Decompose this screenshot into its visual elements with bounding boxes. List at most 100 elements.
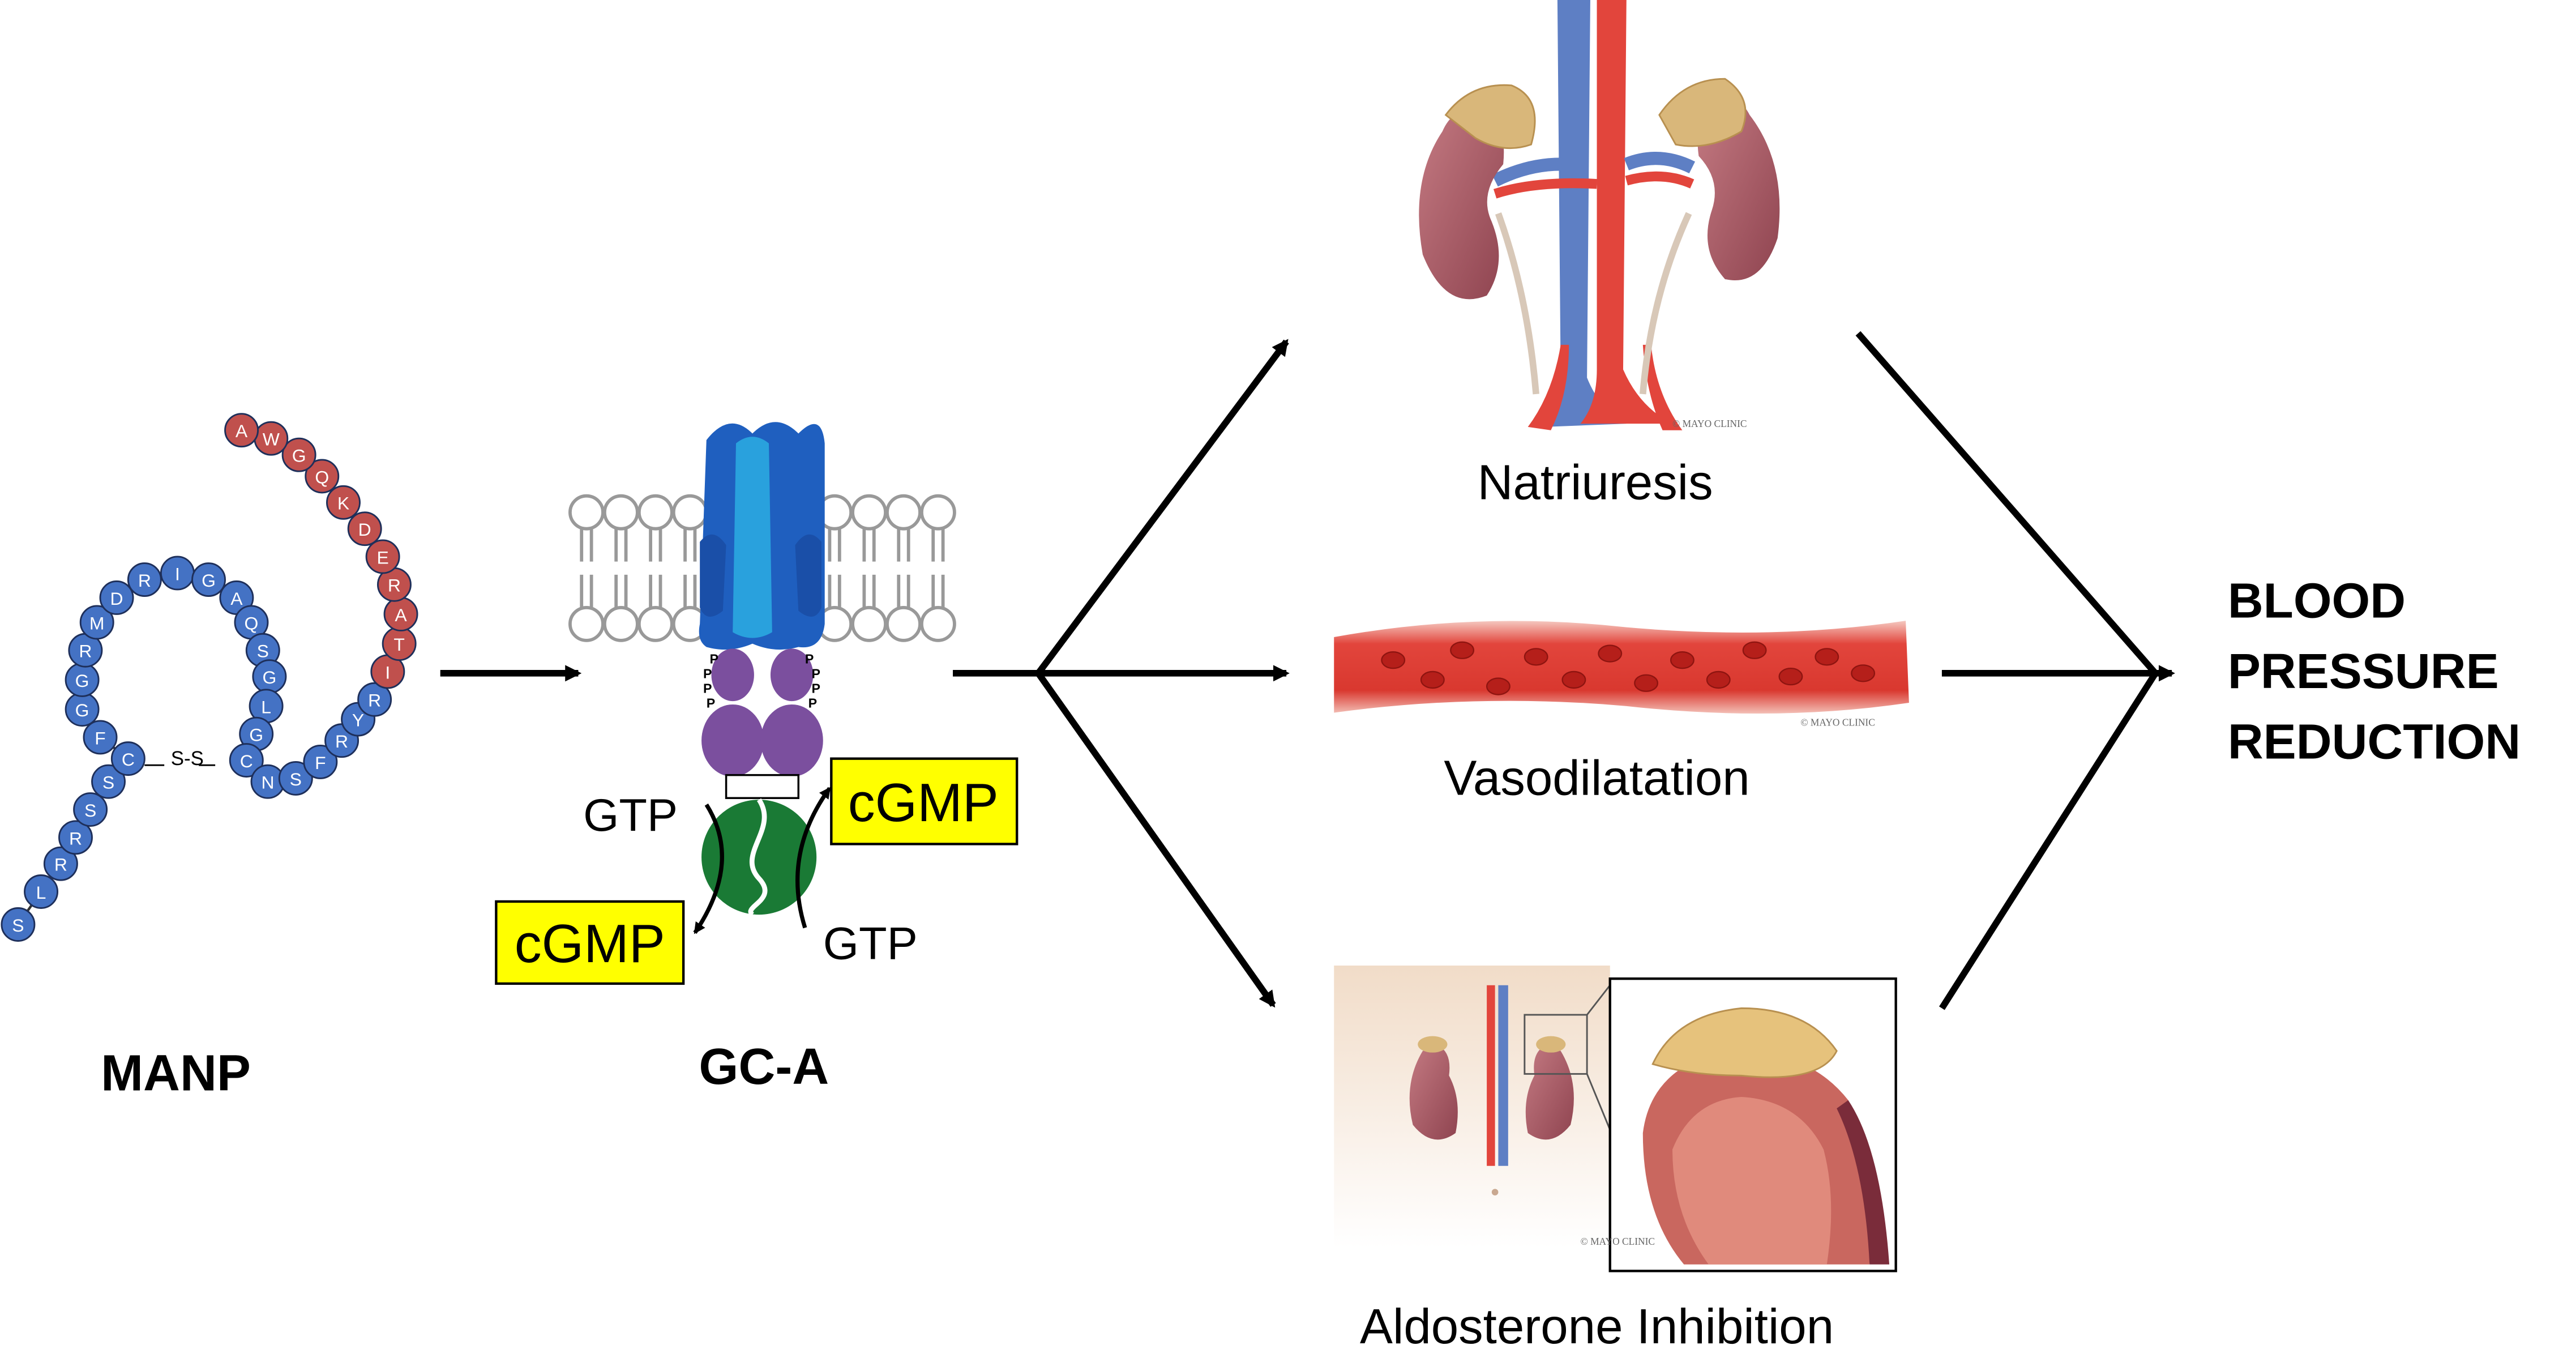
receptor-catalytic-domain — [701, 800, 817, 915]
red-blood-cell — [1561, 671, 1586, 689]
peptide-red-residue — [347, 511, 382, 546]
adrenal-inset-illustration: © MAYO CLINIC — [1581, 977, 1897, 1272]
receptor-kinase-domain-upper-left — [711, 648, 754, 702]
peptide-red-residue-letter: A — [395, 605, 407, 625]
peptide-blue-residue-letter: C — [122, 749, 135, 770]
peptide-blue-residue — [24, 874, 59, 909]
manp-label: MANP — [101, 1045, 251, 1101]
torso-illustration — [1334, 965, 1611, 1248]
peptide-blue-residue — [191, 562, 226, 597]
image-credit: © MAYO CLINIC — [1672, 418, 1747, 429]
peptide-red-residue — [281, 437, 316, 472]
red-blood-cell — [1815, 648, 1839, 666]
arrow-to-aldosterone — [1035, 671, 1276, 1008]
torso-right-kidney — [1525, 1044, 1574, 1140]
peptide-blue-residue — [43, 846, 78, 881]
aorta — [1580, 0, 1673, 424]
peptide-red-residue-letter: T — [393, 634, 404, 655]
peptide-blue-residue-letter: S — [102, 772, 114, 793]
right-adrenal-gland — [1658, 78, 1747, 147]
red-blood-cell — [1634, 674, 1659, 692]
peptide-red-residue-letter: W — [263, 429, 280, 450]
peptide-red-residue-letter: I — [385, 662, 390, 682]
phospholipid-head — [637, 494, 674, 531]
peptide-blue-residue-letter: S — [257, 641, 269, 661]
red-blood-cell — [1486, 677, 1510, 695]
cgmp-bottom-box — [495, 900, 685, 985]
catalytic-domain-seam — [748, 798, 768, 917]
phospholipid-head — [885, 494, 922, 531]
zoom-region-box — [1524, 1014, 1588, 1075]
peptide-blue-residue-letter: R — [69, 828, 82, 848]
cgmp-bottom-label: cGMP — [515, 913, 665, 974]
gca-label: GC-A — [699, 1039, 829, 1095]
peptide-blue-residue — [278, 761, 313, 796]
phospholipid-head — [885, 605, 922, 642]
phospholipid-head — [568, 494, 605, 531]
peptide-blue-residue-letter: G — [75, 700, 89, 720]
phospholipid-head — [920, 605, 956, 642]
gtp-top-label: GTP — [583, 789, 678, 841]
peptide-blue-residue — [83, 720, 118, 755]
peptide-red-residue — [305, 459, 340, 494]
image-credit: © MAYO CLINIC — [1581, 1236, 1655, 1247]
cell-membrane — [568, 494, 956, 642]
red-blood-cell — [1851, 664, 1876, 682]
peptide-blue-residue — [79, 605, 114, 640]
receptor-kinase-domain-lower-right — [760, 704, 823, 777]
conversion-arrow-right — [795, 787, 832, 929]
red-blood-cell — [1598, 644, 1623, 663]
peptide-blue-residue-letter: A — [230, 588, 243, 609]
peptide-blue-residue-letter: Y — [352, 710, 364, 730]
disulfide-label: S-S — [171, 748, 204, 770]
peptide-blue-residue-letter: L — [36, 882, 46, 903]
kidney-illustration: © MAYO CLINIC — [1419, 0, 1780, 430]
peptide-red-residue — [224, 413, 259, 448]
peptide-blue-residue — [58, 820, 93, 855]
peptide-blue-residue-letter: G — [75, 671, 89, 691]
peptide-blue-residue-letter: F — [95, 728, 105, 748]
red-blood-cell — [1706, 671, 1731, 689]
peptide-blue-residue-letter: L — [261, 697, 271, 717]
cgmp-top-label: cGMP — [848, 772, 999, 833]
image-credit: © MAYO CLINIC — [1800, 717, 1875, 728]
peptide-red-residue-letter: R — [388, 575, 401, 596]
phospholipid-head — [602, 494, 639, 531]
peptide-blue-residue — [303, 744, 338, 779]
aldosterone-label: Aldosterone Inhibition — [1360, 1299, 1834, 1354]
peptide-blue-residue-letter: R — [79, 641, 92, 661]
peptide-blue-residue-letter: D — [110, 588, 123, 609]
phospholipid-head — [920, 494, 956, 531]
peptide-blue-residue-letter: N — [261, 772, 274, 793]
phospholipid-head — [671, 494, 708, 531]
peptide-blue-residue-letter: G — [262, 667, 276, 687]
peptide-blue-residue-letter: M — [89, 613, 105, 633]
peptide-blue-residue-letter: S — [12, 915, 24, 936]
outcome-label-line2: PRESSURE — [2228, 644, 2499, 699]
right-kidney — [1697, 98, 1780, 281]
peptide-red-residue — [365, 539, 400, 574]
peptide-blue-residue — [1, 907, 36, 942]
phospholipid-head — [851, 494, 887, 531]
phospho-mark: P — [805, 651, 814, 666]
peptide-blue-residue-letter: C — [240, 751, 253, 771]
receptor-kinase-domain-upper-right — [770, 648, 814, 702]
phospho-mark: P — [808, 696, 817, 711]
phospho-mark: P — [707, 696, 715, 711]
peptide-blue-residue — [110, 741, 146, 776]
peptide-red-residue-letter: K — [337, 493, 349, 514]
phospho-mark: P — [811, 667, 820, 681]
red-blood-cell — [1524, 648, 1548, 666]
arrow-to-natriuresis — [1035, 339, 1289, 676]
peptide-blue-residue — [229, 743, 264, 778]
peptide-blue-residue — [357, 682, 392, 717]
peptide-blue-residue-letter: I — [175, 563, 180, 584]
peptide-red-residue — [326, 485, 361, 520]
peptide-blue-residue-letter: S — [84, 800, 96, 821]
red-blood-cell — [1778, 667, 1803, 686]
cgmp-top-box — [830, 757, 1019, 845]
receptor-kinase-domain-lower-left — [701, 704, 764, 777]
peptide-red-residue-letter: D — [358, 519, 371, 540]
inset-adrenal-gland — [1651, 1007, 1838, 1078]
outcome-label-line3: REDUCTION — [2228, 715, 2521, 770]
